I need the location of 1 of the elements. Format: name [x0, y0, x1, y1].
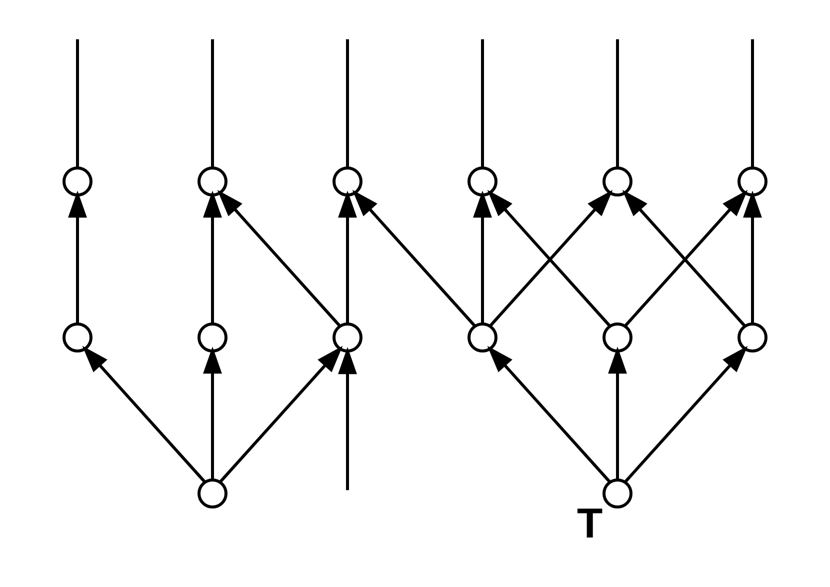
node-label: T [577, 499, 603, 546]
